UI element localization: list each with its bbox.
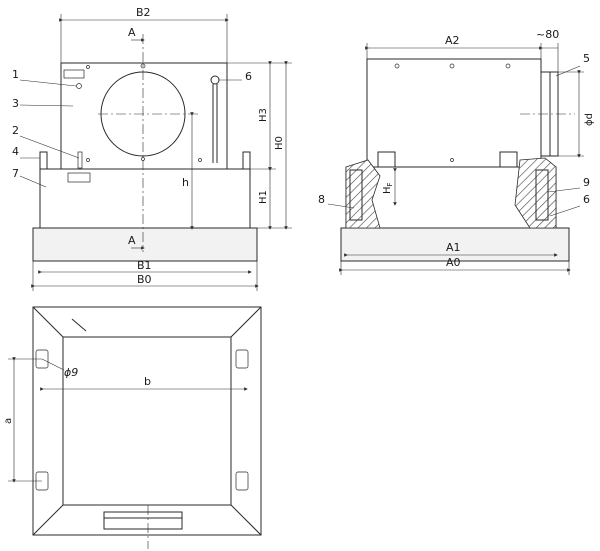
dim-label-d: ϕd [584, 113, 595, 126]
plan-corner [230, 504, 262, 536]
dim-label-h: h [182, 176, 189, 189]
leader-5 [555, 65, 581, 77]
dim-label-hf-main: H [382, 186, 393, 194]
dim-label-B2: B2 [136, 6, 151, 19]
side-hole [394, 63, 400, 69]
dim-label-H3: H3 [258, 108, 269, 122]
front-label-plate [63, 69, 85, 79]
dim-label-hf: HF [382, 182, 394, 194]
plan-corner [230, 306, 262, 338]
side-element-9 [535, 169, 549, 221]
dim-label-A2: A2 [445, 34, 460, 47]
callout-7: 7 [12, 167, 19, 180]
front-hole [140, 63, 146, 69]
leader-2 [19, 135, 80, 159]
dim-label-b: b [144, 375, 151, 388]
dim-label-hole: ϕ9 [64, 366, 78, 379]
callout-2: 2 [12, 124, 19, 137]
plan-spigot [103, 511, 183, 530]
leader-8 [327, 203, 355, 209]
leader-6-side [549, 205, 581, 217]
callout-1: 1 [12, 68, 19, 81]
front-lower-box [39, 168, 251, 229]
front-element-2 [77, 151, 83, 169]
side-element-8 [349, 169, 363, 221]
plan-view: b a ϕ9 [3, 306, 262, 549]
side-hole [450, 158, 454, 162]
callout-6: 6 [245, 70, 252, 83]
plan-bracket [235, 349, 249, 369]
dim-label-A0: A0 [446, 256, 461, 269]
dim-label-B1: B1 [137, 259, 152, 272]
plan-mark [71, 318, 87, 332]
front-view: B2 B1 B0 H3 H0 H1 h A A 1 2 3 4 7 [12, 6, 292, 291]
dim-label-B0: B0 [137, 273, 152, 286]
leader-7 [19, 175, 47, 188]
side-insulation-left [345, 159, 381, 229]
callout-4: 4 [12, 145, 19, 158]
plan-corner [32, 504, 64, 536]
side-upper-body [366, 58, 542, 168]
dim-label-hf-sub: F [386, 182, 394, 186]
side-view: A2 ~80 A1 A0 ϕd HF 5 9 8 6 [318, 28, 595, 275]
plan-corner [32, 306, 64, 338]
dim-label-80: ~80 [536, 28, 559, 41]
front-lower-label-plate [67, 172, 91, 183]
front-bracket-left [39, 151, 48, 169]
section-mark-bottom: A [128, 234, 136, 247]
leader-hole [41, 358, 65, 371]
callout-8: 8 [318, 193, 325, 206]
callout-6-side: 6 [583, 193, 590, 206]
dim-label-H1: H1 [258, 190, 269, 204]
section-mark-top: A [128, 26, 136, 39]
callout-3: 3 [12, 97, 19, 110]
front-upper-box [60, 62, 228, 170]
dim-label-a: a [3, 418, 14, 424]
front-hole [86, 65, 90, 69]
plan-outer [32, 306, 262, 536]
plan-inner [62, 336, 232, 506]
callout-9: 9 [583, 176, 590, 189]
side-bracket-left [377, 151, 396, 167]
side-hole [449, 63, 455, 69]
front-base [32, 227, 258, 262]
leader-9 [547, 187, 581, 193]
front-hole [141, 157, 145, 161]
leader-1 [19, 79, 77, 87]
plan-bracket [235, 471, 249, 491]
front-hole [198, 158, 202, 162]
front-bracket-right [242, 151, 251, 169]
dim-label-H0: H0 [274, 136, 285, 150]
front-hole [86, 158, 90, 162]
side-hole [505, 63, 511, 69]
dim-label-A1: A1 [446, 241, 461, 254]
front-gland [76, 83, 82, 89]
side-bracket-right [499, 151, 518, 167]
callout-5: 5 [583, 52, 590, 65]
leader-3 [19, 104, 74, 107]
